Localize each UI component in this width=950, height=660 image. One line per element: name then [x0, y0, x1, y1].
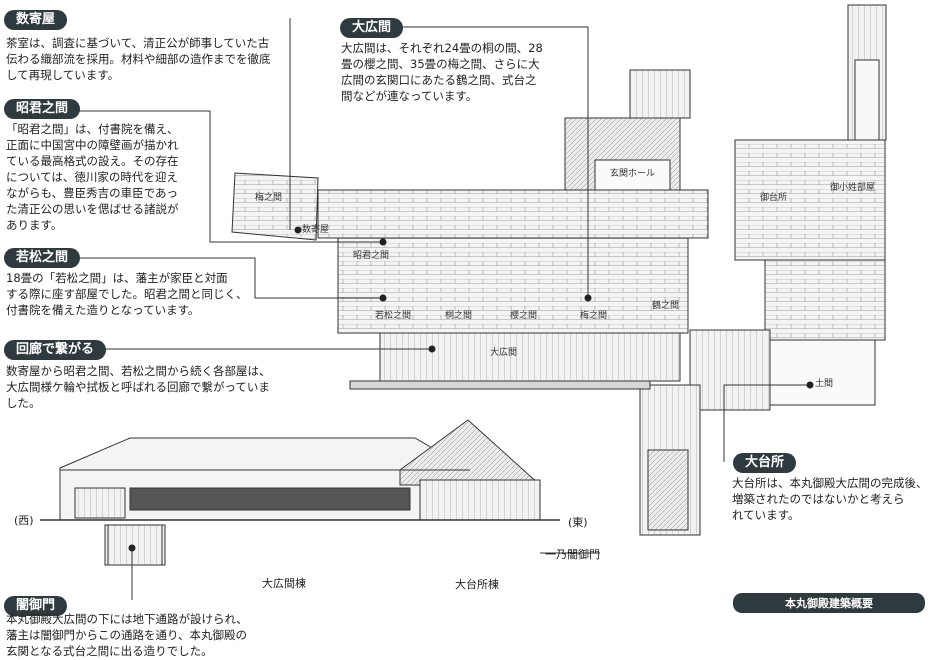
elevation-hall-label: 大広間棟 — [262, 577, 306, 590]
label-wakamatsu: 若松之間 — [4, 248, 81, 268]
desc-yamigomon: 本丸御殿大広間の下には地下通路が設けられ、 藩主は闇御門からこの通路を通り、本丸… — [6, 611, 291, 659]
desc-odaidokoro-line: 大台所は、本丸御殿大広間の完成後、 — [732, 476, 928, 490]
plan-room-sukiya-a: 梅之間 — [255, 191, 282, 203]
desc-odaidokoro: 大台所は、本丸御殿大広間の完成後、 増築されたのではないかと考えら れています。 — [732, 475, 937, 523]
plan-room-doma: 土間 — [815, 377, 833, 389]
plan-room-labels: 梅之間 数寄屋 昭君之間 若松之間 桐之間 櫻之間 梅之間 大広間 鶴之間 御小… — [255, 167, 875, 389]
label-shokun: 昭君之間 — [4, 99, 81, 119]
desc-wakamatsu: 18畳の「若松之間」は、藩主が家臣と対面 する際に座す部屋でした。昭君之間と同じ… — [6, 270, 256, 318]
desc-sukiya-line: して再現しています。 — [6, 68, 120, 82]
desc-kairo-line: 数寄屋から昭君之間、若松之間から続く各部屋は、 — [6, 364, 271, 378]
desc-yamigomon-line: 玄関となる式台之間に出る造りでした。 — [6, 644, 213, 658]
leader-lines — [70, 18, 810, 600]
elevation-east-label: (東) — [568, 516, 588, 529]
desc-shokun-line: 「昭君之間」は、付書院を備え、 — [6, 122, 179, 136]
floor-plan — [231, 4, 887, 536]
plan-room-kiri: 桐之間 — [445, 309, 472, 321]
desc-sukiya-line: 茶室は、調査に基づいて、清正公が師事していた古 — [6, 36, 270, 50]
plan-room-tsuru: 鶴之間 — [652, 299, 679, 311]
desc-shokun: 「昭君之間」は、付書院を備え、 正面に中国宮中の障壁画が描かれ ている最高格式の… — [6, 121, 206, 233]
elevation-drawing — [40, 419, 560, 566]
desc-wakamatsu-line: 付書院を備えた造りとなっています。 — [6, 303, 200, 317]
desc-shokun-line: ている最高格式の設え。その存在 — [6, 154, 179, 168]
desc-shokun-line: ながらも、豊臣秀吉の車臣であっ — [6, 186, 179, 200]
label-odaidokoro: 大台所 — [733, 453, 797, 473]
desc-shokun-line: た清正公の思いを偲ばせる諸説が — [6, 202, 179, 216]
diagram-caption: 本丸御殿建築概要 — [733, 593, 925, 613]
plan-room-genkan: 玄関ホール — [610, 167, 655, 179]
desc-wakamatsu-line: する際に座す部屋でした。昭君之間と同じく、 — [6, 287, 248, 301]
label-yamigomon: 闇御門 — [4, 596, 68, 616]
plan-room-sukiya: 数寄屋 — [302, 223, 329, 235]
desc-odaidokoro-line: れています。 — [732, 508, 800, 522]
desc-sukiya-line: 伝わる織部流を採用。材料や細部の造作までを徹底 — [6, 52, 271, 66]
label-ohiroma: 大広間 — [340, 18, 404, 38]
desc-odaidokoro-line: 増築されたのではないかと考えら — [732, 492, 905, 506]
desc-wakamatsu-line: 18畳の「若松之間」は、藩主が家臣と対面 — [6, 271, 228, 285]
desc-sukiya: 茶室は、調査に基づいて、清正公が師事していた古 伝わる織部流を採用。材料や細部の… — [6, 35, 296, 83]
plan-room-kosho: 御小姓部屋 — [830, 181, 875, 193]
elevation-west-label: (西) — [14, 514, 34, 527]
plan-room-wakamatsu: 若松之間 — [375, 309, 411, 321]
desc-shokun-line: あります。 — [6, 218, 63, 232]
desc-ohiroma-line: 間などが連なっています。 — [341, 89, 478, 103]
plan-room-daidokoro: 御台所 — [760, 191, 787, 203]
desc-yamigomon-line: 藩主は闇御門からこの通路を通り、本丸御殿の — [6, 628, 248, 642]
desc-kairo-line: した。 — [6, 396, 41, 410]
plan-room-ume: 梅之間 — [580, 309, 607, 321]
desc-kairo: 数寄屋から昭君之間、若松之間から続く各部屋は、 大広間様ケ輪や拭板と呼ばれる回廊… — [6, 363, 296, 411]
desc-shokun-line: については、徳川家の時代を迎え — [6, 170, 178, 184]
leader-dots — [128, 226, 814, 552]
elevation-kitchen-label: 大台所棟 — [455, 578, 499, 591]
plan-room-sakura: 櫻之間 — [510, 309, 537, 321]
desc-kairo-line: 大広間様ケ輪や拭板と呼ばれる回廊で繋がっていま — [6, 380, 270, 394]
desc-ohiroma: 大広間は、それぞれ24畳の桐の間、28 畳の櫻之間、35畳の梅之間、さらに大 広… — [341, 40, 566, 104]
label-kairo: 回廊で繋がる — [4, 340, 107, 360]
desc-yamigomon-line: 本丸御殿大広間の下には地下通路が設けられ、 — [6, 612, 248, 626]
desc-ohiroma-line: 広間の玄関口にあたる鶴之間、式台之 — [341, 73, 537, 87]
desc-ohiroma-line: 畳の櫻之間、35畳の梅之間、さらに大 — [341, 57, 540, 71]
plan-room-shokun: 昭君之間 — [353, 249, 389, 261]
elevation-gate-label: 一乃闇御門 — [545, 548, 600, 561]
desc-ohiroma-line: 大広間は、それぞれ24畳の桐の間、28 — [341, 41, 543, 55]
label-sukiya: 数寄屋 — [4, 10, 68, 30]
desc-shokun-line: 正面に中国宮中の障壁画が描かれ — [6, 138, 179, 152]
plan-room-ohiroma: 大広間 — [490, 346, 517, 358]
